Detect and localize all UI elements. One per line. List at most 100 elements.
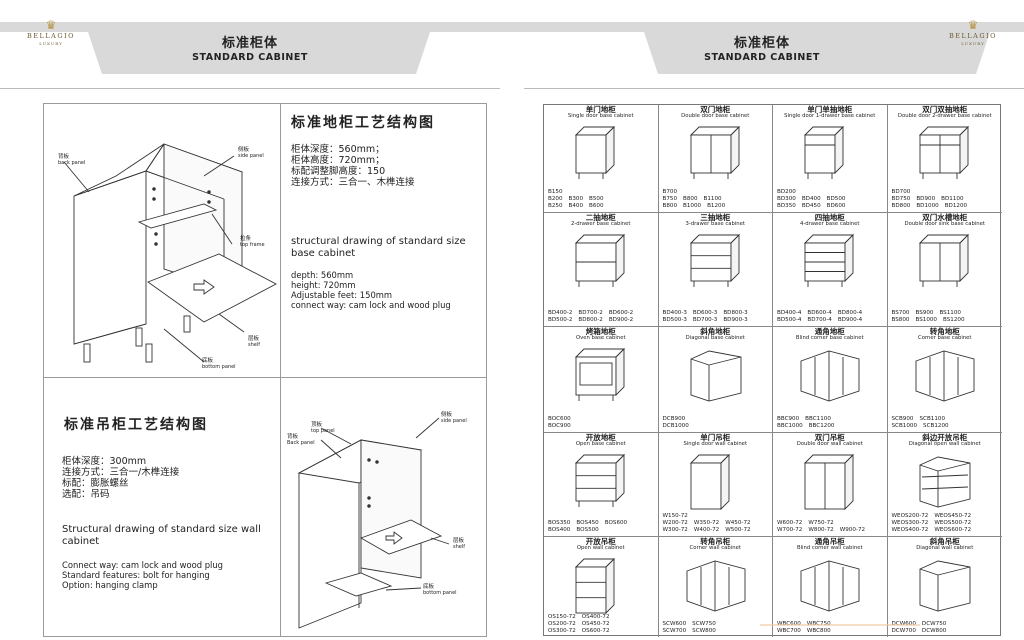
- model-code: W450-72: [725, 520, 751, 526]
- openwall-cabinet-drawing: [574, 557, 616, 615]
- label-zh: 背板: [287, 434, 299, 440]
- label-zh: 顶板: [311, 422, 323, 428]
- spec-line: 选配：吊码: [62, 489, 110, 500]
- cabinet-name-en: Blind corner wall cabinet: [796, 545, 863, 551]
- spec-line: depth: 560mm: [291, 270, 354, 280]
- spec-line: 标配：膨胀螺丝: [62, 478, 129, 489]
- label-zh: 拉条: [240, 236, 252, 242]
- cabinet-name-zh: 单门地柜: [585, 105, 616, 114]
- page-title-en: STANDARD CABINET: [192, 52, 308, 63]
- model-code: DCW700: [891, 628, 916, 634]
- model-code: BD800-3: [723, 310, 748, 316]
- model-code: W800-72: [808, 527, 834, 533]
- model-code: DCB900: [662, 416, 686, 422]
- header-rule-left: [0, 88, 500, 89]
- model-code: BD900-3: [723, 317, 748, 323]
- model-code: BD800-2: [578, 317, 603, 323]
- base2d-cabinet-drawing: [918, 125, 969, 179]
- model-code: BS1100: [939, 310, 961, 316]
- model-code: BOS350: [548, 520, 571, 526]
- page-title-right: 标准柜体 STANDARD CABINET: [702, 36, 822, 64]
- model-code: BS1000: [915, 317, 937, 323]
- model-code: BD700-4: [807, 317, 832, 323]
- cabinet-name-zh: 双门双抽地柜: [922, 105, 968, 114]
- header-rule-right: [524, 88, 1024, 89]
- base-cabinet-diagram: [63, 143, 277, 363]
- model-code: BD750: [891, 196, 911, 202]
- cabinet-name-en: Single door base cabinet: [567, 113, 634, 119]
- diag-cabinet-drawing: [690, 350, 741, 402]
- model-code-row: B700: [663, 189, 771, 196]
- cabinet-name-zh: 双门地柜: [700, 105, 731, 114]
- wall-title-en: Structural drawing of standard size wall…: [62, 524, 261, 547]
- model-code-row: B150: [548, 189, 656, 196]
- cabinet-name-zh: 四抽地柜: [814, 213, 845, 222]
- model-code: BOC600: [548, 416, 571, 422]
- model-code-row: BD700: [892, 189, 1001, 196]
- cabinet-name-zh: 转角地柜: [929, 327, 960, 336]
- label-en: shelf: [248, 342, 260, 348]
- cabinet-name-en: Oven base cabinet: [575, 335, 626, 341]
- model-code: BD900-2: [608, 317, 634, 323]
- cabinet-name-en: Double door base cabinet: [681, 113, 750, 119]
- model-code: WEOS200-72: [891, 513, 929, 519]
- model-code: BD500: [826, 196, 846, 202]
- model-code: B750: [662, 196, 678, 202]
- cabinet-name-en: Diagonal wall cabinet: [916, 545, 974, 551]
- model-code: WEOS300-72: [891, 520, 929, 526]
- cabinet-name-en: Single door wall cabinet: [683, 441, 748, 447]
- openbase-cabinet-drawing: [574, 453, 626, 507]
- label-zh: 底板: [202, 358, 214, 364]
- model-code: B700: [662, 189, 678, 195]
- cabinet-name-en: Open wall cabinet: [576, 545, 625, 551]
- model-code-row: DCB900: [663, 416, 771, 423]
- model-code-row: BD200: [777, 189, 885, 196]
- model-code: BD600-4: [807, 310, 832, 316]
- model-code: BD1100: [941, 196, 964, 202]
- spec-line: Connect way: cam lock and wood plug: [62, 560, 223, 570]
- wall-title-zh: 标准吊柜工艺结构图: [64, 417, 208, 433]
- model-code: BD800: [891, 203, 911, 209]
- cabinet-name-en: Double door wall cabinet: [796, 441, 863, 447]
- cabinet-name-en: Corner base cabinet: [918, 335, 972, 341]
- model-code: SCB1200: [923, 423, 949, 429]
- model-code: BD500-4: [777, 317, 802, 323]
- wall-spec-en: Connect way: cam lock and wood plug Stan…: [62, 560, 223, 590]
- cabinet-name-zh: 斜角地柜: [700, 327, 731, 336]
- model-code: B800: [662, 203, 678, 209]
- model-code: BD400-4: [777, 310, 802, 316]
- model-code: B400: [568, 203, 584, 209]
- wall-cabinet-diagram: [297, 417, 450, 629]
- model-code: SCW800: [692, 628, 716, 634]
- model-code: W900-72: [839, 527, 866, 533]
